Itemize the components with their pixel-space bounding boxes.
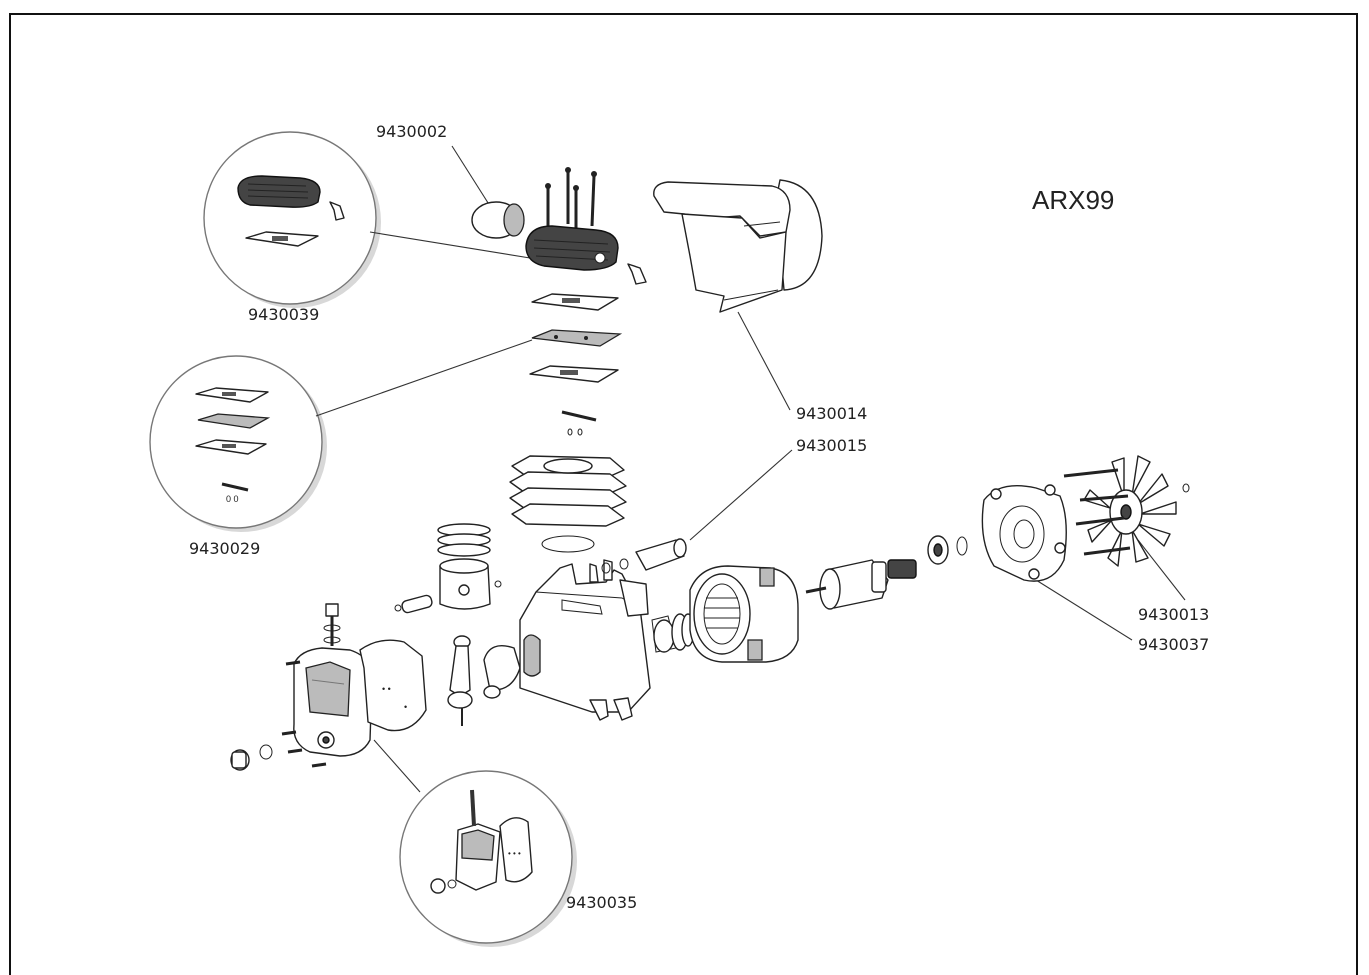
head-bolts xyxy=(545,167,597,232)
part-label-9430029[interactable]: 9430029 xyxy=(189,539,260,558)
part-label-9430014[interactable]: 9430014 xyxy=(796,404,867,423)
bearings xyxy=(927,535,968,565)
part-label-9430035[interactable]: 9430035 xyxy=(566,893,637,912)
drain-plug xyxy=(230,744,273,771)
elbow-fitting xyxy=(627,263,647,285)
valve-plate-callout[interactable]: 0 0 xyxy=(149,355,327,532)
part-label-9430037[interactable]: 9430037 xyxy=(1138,635,1209,654)
svg-text:0 0: 0 0 xyxy=(226,494,239,504)
cover-screws xyxy=(281,660,327,768)
cover-callout[interactable]: • • • xyxy=(399,770,577,947)
cylinder[interactable] xyxy=(509,455,627,553)
fan-shroud[interactable] xyxy=(653,179,823,313)
crankcase-cover[interactable] xyxy=(293,647,373,757)
head-callout[interactable] xyxy=(203,131,381,308)
cover-fastener xyxy=(323,603,341,646)
motor-stator[interactable] xyxy=(689,565,799,663)
air-filter[interactable] xyxy=(471,201,525,239)
filter-cartridge[interactable] xyxy=(601,538,687,574)
drawing-frame xyxy=(9,13,1358,975)
piston[interactable] xyxy=(439,558,491,610)
head-callout-elbow xyxy=(329,201,345,221)
connecting-rod[interactable] xyxy=(447,635,473,726)
head-callout-cylinder-head xyxy=(237,175,321,208)
tie-rods xyxy=(1063,468,1131,556)
part-label-9430015[interactable]: 9430015 xyxy=(796,436,867,455)
leader-lines xyxy=(315,145,1186,793)
crank-counterweight xyxy=(483,645,521,699)
piston-rings xyxy=(437,523,491,557)
motor-rotor[interactable] xyxy=(805,559,917,610)
cover-gasket: • • • xyxy=(359,639,427,732)
svg-text:•: • xyxy=(404,702,407,712)
head-callout-gasket-port xyxy=(272,236,288,241)
svg-text:• • •: • • • xyxy=(508,849,521,858)
motor-end-cover[interactable] xyxy=(981,484,1067,582)
part-label-9430013[interactable]: 9430013 xyxy=(1138,605,1209,624)
model-label: ARX99 xyxy=(1032,185,1114,215)
wrist-pin xyxy=(394,580,502,614)
part-label-9430039[interactable]: 9430039 xyxy=(248,305,319,324)
svg-text:• •: • • xyxy=(382,684,391,694)
cylinder-head[interactable] xyxy=(525,225,619,271)
part-label-9430002[interactable]: 9430002 xyxy=(376,122,447,141)
crankcase[interactable] xyxy=(519,559,677,721)
valve-plate-stack[interactable] xyxy=(529,293,623,436)
